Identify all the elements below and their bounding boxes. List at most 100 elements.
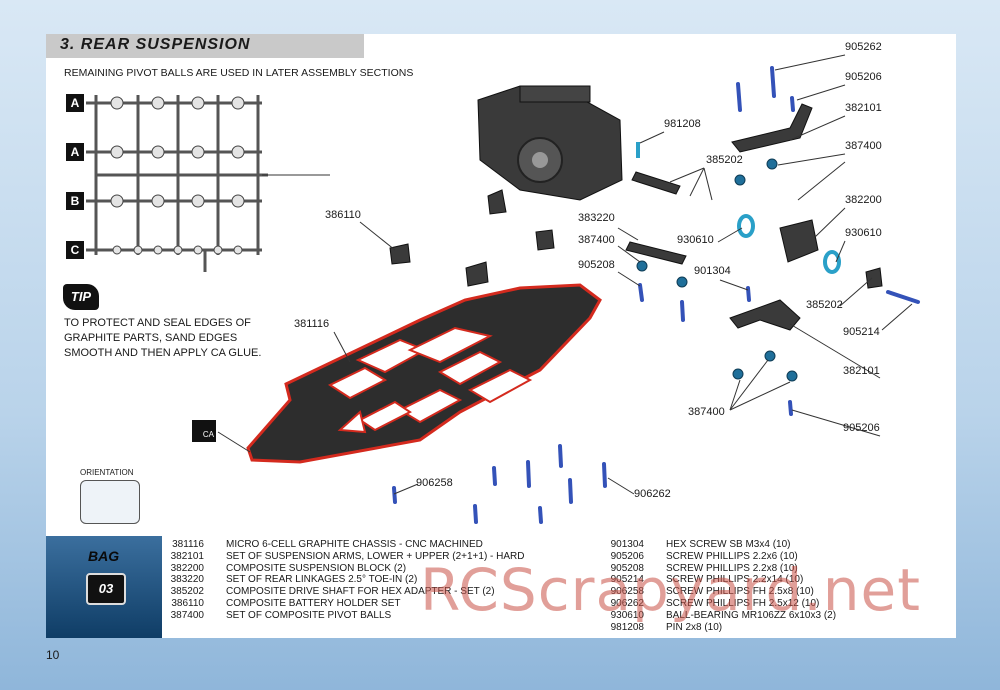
part-number: 381116 (172, 539, 204, 550)
part-number: 382101 (170, 550, 204, 562)
list-item: 386110 COMPOSITE BATTERY HOLDER SET (164, 598, 525, 610)
assembly-pivot-balls (636, 158, 798, 382)
leader-lines (217, 54, 913, 495)
list-item: 901304 HEX SCREW SB M3x4 (10) (604, 539, 836, 551)
list-item: 905206 SCREW PHILLIPS 2.2x6 (10) (604, 551, 836, 563)
callout-382200: 382200 (845, 194, 882, 206)
part-description: PIN 2x8 (10) (666, 621, 723, 633)
sprue-label-a1: A (66, 94, 84, 112)
callout-386110: 386110 (325, 209, 361, 221)
callout-382101: 382101 (843, 365, 880, 377)
part-description: HEX SCREW SB M3x4 (10) (666, 539, 791, 550)
pivot-balls (110, 96, 245, 255)
part-number: 906262 (610, 597, 644, 609)
graphite-chassis (246, 283, 602, 464)
part-description: SCREW PHILLIPS 2.2x6 (10) (666, 550, 798, 562)
part-description: SCREW PHILLIPS FH 2.5x12 (10) (666, 597, 820, 609)
callout-387400: 387400 (688, 406, 725, 418)
part-description: SET OF REAR LINKAGES 2.5° TOE-IN (2) (226, 574, 418, 586)
list-item: 930610 BALL-BEARING MR106ZZ 6x10x3 (2) (604, 610, 836, 622)
callout-930610: 930610 (677, 234, 714, 246)
part-number: 905214 (610, 574, 644, 586)
suspension-arms (389, 103, 883, 331)
pivot-ball-sprue (86, 95, 268, 272)
rear-gearbox (477, 85, 623, 201)
callout-901304: 901304 (694, 265, 731, 277)
part-description: SCREW PHILLIPS FH 2.5x8 (10) (666, 586, 814, 598)
tip-line: TO PROTECT AND SEAL EDGES OF (64, 317, 251, 329)
watermark: RCScrapyard.net (420, 556, 921, 624)
part-description: COMPOSITE BATTERY HOLDER SET (226, 597, 401, 609)
callout-981208: 981208 (664, 118, 701, 130)
part-number: 905206 (610, 550, 644, 562)
parts-list-left: 381116 MICRO 6-CELL GRAPHITE CHASSIS - CN… (164, 539, 525, 622)
orientation-box (80, 480, 140, 524)
screws (392, 66, 920, 524)
tip-icon: TIP (63, 284, 99, 310)
list-item: 906258 SCREW PHILLIPS FH 2.5x8 (10) (604, 586, 836, 598)
part-description: SCREW PHILLIPS 2.2x8 (10) (666, 562, 798, 574)
tip-text: TO PROTECT AND SEAL EDGES OF GRAPHITE PA… (64, 316, 261, 361)
list-item: 381116 MICRO 6-CELL GRAPHITE CHASSIS - CN… (164, 539, 525, 551)
ball-bearings (737, 214, 841, 274)
callout-385202: 385202 (806, 299, 843, 311)
parts-footer (46, 536, 956, 638)
page-number: 10 (46, 648, 60, 662)
part-number: 906258 (610, 586, 644, 598)
part-number: 930610 (610, 609, 644, 621)
tip-line: GRAPHITE PARTS, SAND EDGES (64, 332, 238, 344)
part-description: COMPOSITE SUSPENSION BLOCK (2) (226, 562, 407, 574)
part-number: 387400 (170, 609, 204, 621)
part-description: SCREW PHILLIPS 2.2x14 (10) (666, 574, 804, 586)
part-number: 385202 (170, 586, 204, 598)
callout-905206: 905206 (843, 422, 880, 434)
sprue-label-a2: A (66, 143, 84, 161)
list-item: 382200 COMPOSITE SUSPENSION BLOCK (2) (164, 563, 525, 575)
list-item: 906262 SCREW PHILLIPS FH 2.5x12 (10) (604, 598, 836, 610)
part-number: 382200 (170, 562, 204, 574)
list-item: 385202 COMPOSITE DRIVE SHAFT FOR HEX ADAP… (164, 586, 525, 598)
sprue-label-c: C (66, 241, 84, 259)
part-number: 386110 (171, 597, 204, 609)
callout-905206: 905206 (845, 71, 882, 83)
list-item: 387400 SET OF COMPOSITE PIVOT BALLS (164, 610, 525, 622)
callout-905214: 905214 (843, 326, 880, 338)
callout-906262: 906262 (634, 488, 671, 500)
list-item: 382101 SET OF SUSPENSION ARMS, LOWER + UP… (164, 551, 525, 563)
part-description: COMPOSITE DRIVE SHAFT FOR HEX ADAPTER - … (226, 586, 495, 598)
bag-number: 03 (86, 573, 126, 605)
part-description: MICRO 6-CELL GRAPHITE CHASSIS - CNC MACH… (226, 539, 483, 550)
part-description: BALL-BEARING MR106ZZ 6x10x3 (2) (666, 609, 837, 621)
part-number: 905208 (610, 562, 644, 574)
orientation-label: ORIENTATION (80, 468, 134, 477)
bag-label: BAG (88, 548, 120, 564)
callout-930610: 930610 (845, 227, 882, 239)
tip-line: SMOOTH AND THEN APPLY CA GLUE. (64, 347, 262, 359)
list-item: 905208 SCREW PHILLIPS 2.2x8 (10) (604, 563, 836, 575)
section-header-bar (46, 34, 364, 58)
section-title: 3. REAR SUSPENSION (60, 36, 251, 53)
ca-glue-icon: CA (192, 420, 216, 442)
callout-381116: 381116 (294, 318, 330, 330)
list-item: 383220 SET OF REAR LINKAGES 2.5° TOE-IN (… (164, 574, 525, 586)
part-number: 383220 (170, 574, 204, 586)
callout-905262: 905262 (845, 41, 882, 53)
callout-385202: 385202 (706, 154, 743, 166)
callout-387400: 387400 (845, 140, 882, 152)
pin (636, 142, 640, 158)
part-number: 981208 (610, 621, 644, 633)
callout-905208: 905208 (578, 259, 615, 271)
pivot-balls-note: REMAINING PIVOT BALLS ARE USED IN LATER … (64, 67, 414, 79)
callout-382101: 382101 (845, 102, 882, 114)
list-item: 905214 SCREW PHILLIPS 2.2x14 (10) (604, 574, 836, 586)
part-description: SET OF COMPOSITE PIVOT BALLS (226, 609, 392, 621)
part-description: SET OF SUSPENSION ARMS, LOWER + UPPER (2… (226, 550, 525, 562)
callout-387400: 387400 (578, 234, 615, 246)
list-item: 981208 PIN 2x8 (10) (604, 622, 836, 634)
callout-383220: 383220 (578, 212, 615, 224)
sprue-label-b: B (66, 192, 84, 210)
callout-906258: 906258 (416, 477, 453, 489)
part-number: 901304 (610, 539, 644, 550)
